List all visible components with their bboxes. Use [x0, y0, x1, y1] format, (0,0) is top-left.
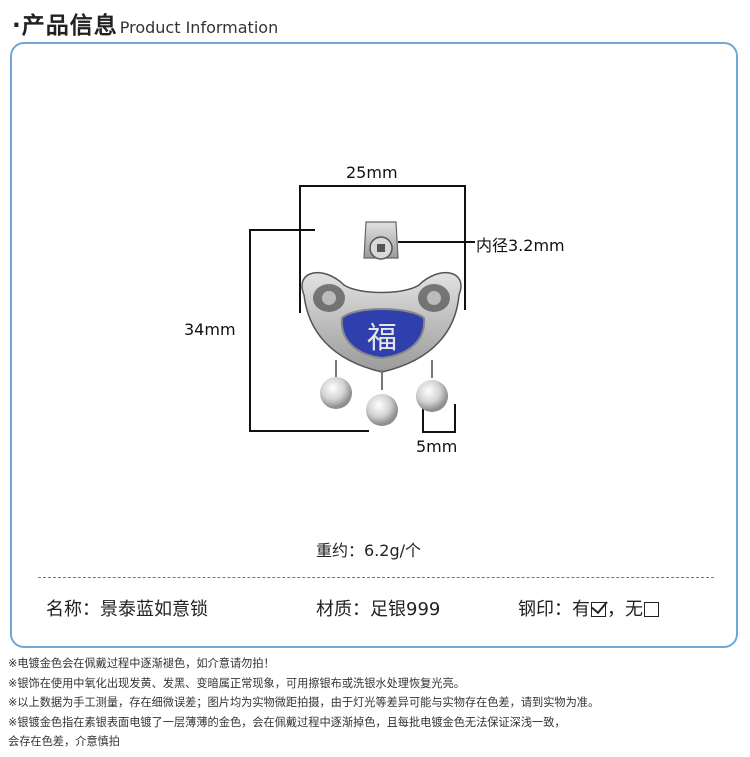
- width-line-right: [464, 185, 466, 310]
- stamp-no-checkbox: [644, 602, 659, 617]
- stamp-no-label: 无: [625, 599, 643, 620]
- bell-line-left: [422, 404, 424, 432]
- bell-label: 5mm: [416, 437, 458, 456]
- notes: ※电镀金色会在佩戴过程中逐渐褪色，如介意请勿拍！ ※银饰在使用中氧化出现发黄、发…: [8, 654, 746, 752]
- divider: [38, 577, 714, 578]
- width-line-left: [299, 185, 301, 313]
- header-title-en: Product Information: [119, 18, 279, 37]
- pendant-image: 福: [301, 221, 462, 426]
- width-line-top: [299, 185, 465, 187]
- note-line: ※银饰在使用中氧化出现发黄、发黑、变暗属正常现象，可用擦银布或洗银水处理恢复光亮…: [8, 676, 465, 690]
- stamp-separator: ，: [607, 599, 625, 620]
- header-title-zh: 产品信息: [21, 13, 118, 39]
- weight-text: 重约：6.2g/个: [316, 541, 421, 560]
- height-label: 34mm: [184, 320, 236, 339]
- note-line: ※电镀金色会在佩戴过程中逐渐褪色，如介意请勿拍！: [8, 657, 275, 670]
- note-line: ※以上数据为手工测量，存在细微误差；图片均为实物微距拍摄，由于灯光等差异可能与实…: [8, 696, 600, 710]
- inner-diameter-label: 内径3.2mm: [476, 236, 565, 255]
- svg-text:福: 福: [367, 321, 397, 356]
- stamp-yes-checkbox: [591, 602, 606, 617]
- spec-name: 名称：景泰蓝如意锁: [46, 599, 208, 620]
- header-bullet: ·: [12, 13, 22, 39]
- height-line-bottom: [249, 430, 369, 432]
- spec-material: 材质：足银999: [316, 599, 441, 620]
- note-line: ※银镀金色指在素银表面电镀了一层薄薄的金色，会在佩戴过程中逐渐掉色，且每批电镀金…: [8, 715, 566, 729]
- height-line-left: [249, 229, 251, 431]
- height-line-top: [249, 229, 315, 231]
- stamp-yes-label: 有: [572, 599, 590, 620]
- bell-line-right: [454, 404, 456, 432]
- note-line: 会存在色差，介意慎拍: [8, 735, 120, 749]
- section-header: · 产品信息 Product Information: [12, 6, 278, 40]
- stamp-label: 钢印：: [518, 599, 572, 620]
- spec-stamp: 钢印：有 ，无: [518, 595, 660, 621]
- width-label: 25mm: [346, 163, 398, 182]
- bell-line-bottom: [422, 431, 456, 433]
- inner-diameter-line: [398, 241, 475, 243]
